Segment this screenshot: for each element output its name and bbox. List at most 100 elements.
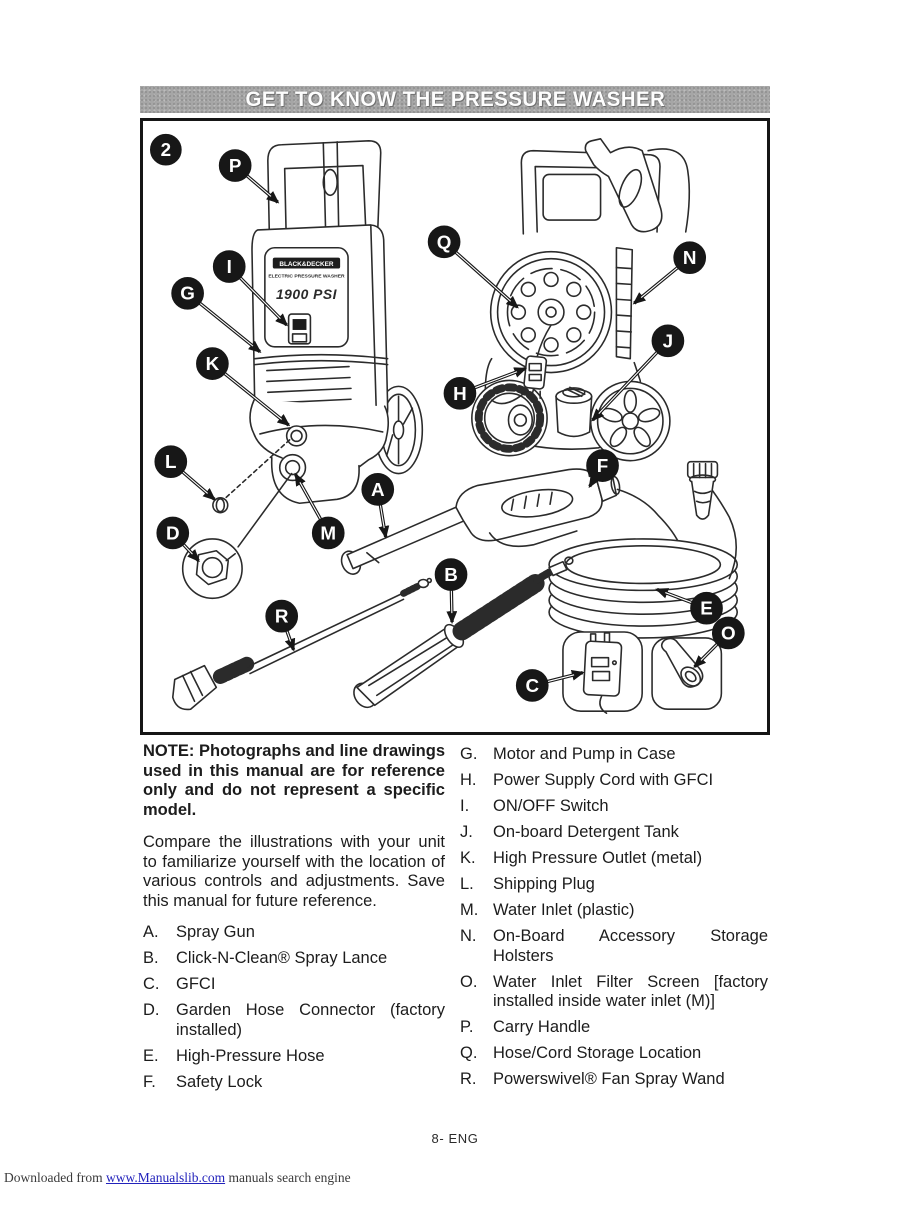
- spray-gun-drawing: [340, 466, 682, 575]
- part-letter: Q.: [460, 1044, 478, 1062]
- part-label: Safety Lock: [176, 1072, 263, 1091]
- callout-Q: Q: [427, 225, 519, 309]
- callout-G: G: [171, 276, 262, 354]
- callout-A: A: [361, 473, 395, 539]
- fan-spray-wand-drawing: [171, 577, 433, 711]
- svg-text:A: A: [371, 479, 385, 500]
- figure-box: BLACK&DECKER ELECTRIC PRESSURE WASHER 19…: [140, 118, 770, 735]
- part-letter: O.: [460, 972, 478, 991]
- part-item: P. Carry Handle: [460, 1018, 768, 1038]
- callout-R: R: [265, 599, 299, 652]
- callouts-layer: P I G K L D M A R B Q N J H F EO C: [154, 149, 745, 702]
- part-item: R. Powerswivel® Fan Spray Wand: [460, 1070, 768, 1090]
- callout-H: H: [443, 366, 528, 410]
- part-label: Carry Handle: [493, 1018, 591, 1036]
- svg-text:I: I: [227, 256, 232, 277]
- svg-text:H: H: [453, 383, 467, 404]
- callout-C: C: [515, 669, 585, 702]
- svg-text:E: E: [700, 598, 713, 619]
- note-paragraph: NOTE: Photographs and line drawings used…: [143, 742, 445, 819]
- section-banner: GET TO KNOW THE PRESSURE WASHER: [140, 86, 770, 113]
- part-letter: P.: [460, 1018, 474, 1036]
- part-label: ON/OFF Switch: [493, 797, 609, 815]
- callout-D: D: [156, 516, 200, 563]
- svg-text:Q: Q: [437, 231, 452, 252]
- part-item: N. On-Board Accessory Storage Holsters: [460, 927, 768, 966]
- callout-L: L: [154, 445, 216, 501]
- part-item: L.Shipping Plug: [460, 875, 768, 895]
- part-label: Hose/Cord Storage Location: [493, 1044, 702, 1062]
- callout-J: J: [591, 324, 685, 422]
- machine-subtitle-text: ELECTRIC PRESSURE WASHER: [268, 273, 345, 279]
- part-letter: R.: [460, 1070, 477, 1088]
- download-footer: Downloaded from www.Manualslib.com manua…: [4, 1170, 351, 1186]
- part-label: On-Board Accessory Storage Holsters: [493, 927, 768, 965]
- svg-text:C: C: [525, 675, 539, 696]
- brand-logo-text: BLACK&DECKER: [279, 261, 334, 268]
- svg-text:P: P: [229, 155, 242, 176]
- front-unit-drawing: BLACK&DECKER ELECTRIC PRESSURE WASHER 19…: [249, 140, 424, 505]
- part-label: Water Inlet Filter Screen [factory insta…: [493, 972, 768, 1011]
- part-label: Click-N-Clean® Spray Lance: [176, 949, 388, 967]
- part-item: O. Water Inlet Filter Screen [factory ins…: [460, 973, 768, 1012]
- callout-B: B: [434, 558, 468, 625]
- part-letter: K.: [460, 849, 476, 867]
- part-letter: I.: [460, 797, 470, 815]
- part-item: I. ON/OFF Switch: [460, 797, 768, 817]
- part-label: Motor and Pump in Case: [493, 745, 676, 763]
- svg-text:K: K: [206, 353, 220, 374]
- manualslib-link[interactable]: www.Manualslib.com: [105, 1170, 226, 1185]
- callout-M: M: [294, 472, 345, 550]
- part-item: C.GFCI: [143, 975, 445, 995]
- callout-N: N: [632, 241, 707, 305]
- svg-text:D: D: [166, 522, 180, 543]
- intro-paragraph: Compare the illustrations with your unit…: [143, 833, 445, 910]
- part-letter: G.: [460, 745, 478, 763]
- svg-text:L: L: [165, 451, 176, 472]
- part-letter: B.: [143, 949, 159, 967]
- svg-text:N: N: [683, 247, 697, 268]
- parts-diagram: BLACK&DECKER ELECTRIC PRESSURE WASHER 19…: [149, 133, 745, 714]
- part-letter: J.: [460, 823, 473, 841]
- part-letter: E.: [143, 1046, 159, 1065]
- part-label: On-board Detergent Tank: [493, 823, 679, 841]
- page-number: 8- ENG: [431, 1131, 479, 1146]
- part-item: H.Power Supply Cord with GFCI: [460, 771, 768, 791]
- footer-prefix: Downloaded from: [4, 1170, 106, 1185]
- svg-text:G: G: [180, 283, 195, 304]
- legend-column-left: NOTE: Photographs and line drawings used…: [143, 742, 445, 1099]
- part-label: High-Pressure Hose: [176, 1046, 325, 1065]
- figure-number: 2: [161, 139, 171, 160]
- spray-lance-drawing: [353, 556, 574, 709]
- svg-text:B: B: [444, 564, 458, 585]
- part-item: E. High-Pressure Hose: [143, 1047, 445, 1067]
- part-label: Powerswivel® Fan Spray Wand: [493, 1070, 725, 1088]
- part-item: G. Motor and Pump in Case: [460, 745, 768, 765]
- part-item: J. On-board Detergent Tank: [460, 823, 768, 843]
- section-title: GET TO KNOW THE PRESSURE WASHER: [245, 87, 665, 111]
- hose-coil-drawing: [548, 460, 739, 639]
- svg-text:J: J: [663, 330, 673, 351]
- part-item: D. Garden Hose Connector (factory install…: [143, 1001, 445, 1040]
- part-item: M.Water Inlet (plastic): [460, 901, 768, 921]
- part-label: Shipping Plug: [493, 875, 595, 893]
- part-label: Garden Hose Connector (factory installed…: [176, 1001, 445, 1039]
- svg-text:F: F: [597, 455, 608, 476]
- part-letter: N.: [460, 927, 477, 945]
- callout-E: E: [655, 587, 723, 625]
- svg-text:O: O: [721, 622, 736, 643]
- part-item: B. Click-N-Clean® Spray Lance: [143, 949, 445, 969]
- part-letter: D.: [143, 1001, 160, 1019]
- gfci-drawing: [562, 631, 643, 714]
- part-label: GFCI: [176, 975, 216, 993]
- part-letter: F.: [143, 1072, 156, 1091]
- part-label: High Pressure Outlet (metal): [493, 849, 703, 867]
- footer-suffix: manuals search engine: [225, 1170, 351, 1185]
- part-item: Q. Hose/Cord Storage Location: [460, 1044, 768, 1064]
- callout-I: I: [212, 250, 289, 327]
- callout-P: P: [218, 149, 280, 204]
- callout-K: K: [196, 347, 291, 427]
